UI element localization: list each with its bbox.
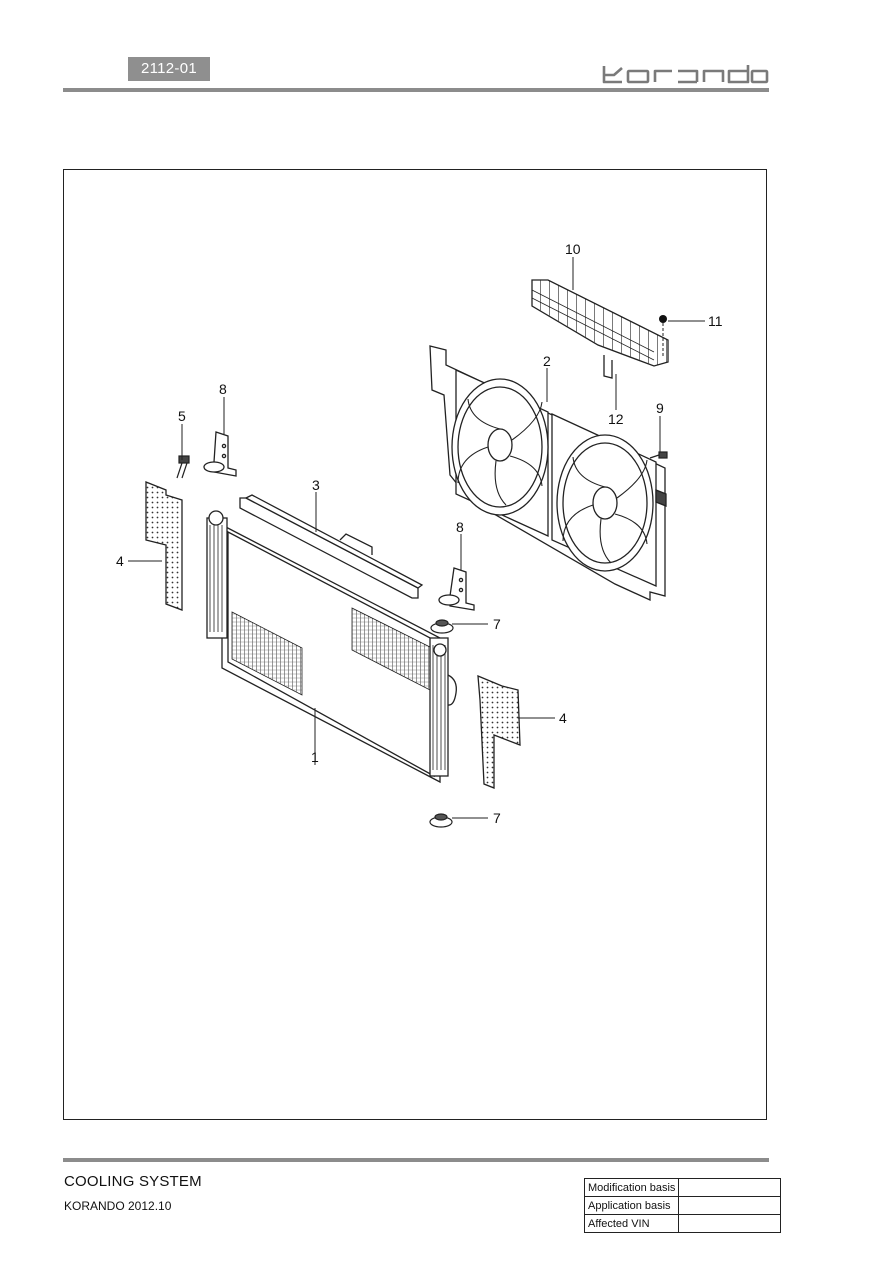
korando-logo bbox=[602, 65, 769, 84]
bushing-upper bbox=[430, 619, 454, 634]
callout-9: 9 bbox=[656, 400, 664, 416]
bushing-lower bbox=[429, 813, 453, 828]
table-row: Modification basis bbox=[583, 1178, 782, 1197]
table-row: Affected VIN bbox=[583, 1214, 782, 1233]
callout-labels: 1 2 3 4 4 5 7 7 8 8 9 10 11 12 bbox=[116, 241, 723, 826]
fan-shroud bbox=[429, 345, 667, 602]
table-row: Application basis bbox=[583, 1196, 782, 1215]
upper-seal bbox=[239, 494, 424, 599]
callout-7-lower: 7 bbox=[493, 810, 501, 826]
bracket-lower bbox=[438, 567, 475, 611]
modification-basis-value bbox=[678, 1178, 782, 1197]
bolt-9 bbox=[649, 451, 668, 459]
callout-7-upper: 7 bbox=[493, 616, 501, 632]
callout-11: 11 bbox=[708, 313, 723, 329]
callout-4-right: 4 bbox=[559, 710, 567, 726]
radiator bbox=[206, 510, 457, 784]
callout-3: 3 bbox=[312, 477, 320, 493]
side-air-guide-right bbox=[477, 674, 521, 789]
callout-8-lower: 8 bbox=[456, 519, 464, 535]
fan-right bbox=[556, 434, 654, 572]
bracket-upper bbox=[203, 431, 237, 477]
callout-1: 1 bbox=[311, 749, 319, 765]
affected-vin-value bbox=[678, 1214, 782, 1233]
leader-lines bbox=[128, 257, 705, 819]
callout-10: 10 bbox=[565, 241, 581, 257]
fan-left bbox=[451, 378, 549, 516]
upper-air-guide bbox=[531, 279, 669, 379]
application-basis-value bbox=[678, 1196, 782, 1215]
model-line: KORANDO 2012.10 bbox=[64, 1199, 172, 1213]
revision-info-table: Modification basis Application basis Aff… bbox=[583, 1178, 782, 1233]
callout-2: 2 bbox=[543, 353, 551, 369]
modification-basis-label: Modification basis bbox=[583, 1178, 680, 1197]
callout-5: 5 bbox=[178, 408, 186, 424]
callout-4-left: 4 bbox=[116, 553, 124, 569]
affected-vin-label: Affected VIN bbox=[583, 1214, 680, 1233]
footer-rule bbox=[63, 1158, 769, 1162]
application-basis-label: Application basis bbox=[583, 1196, 680, 1215]
page-code-badge: 2112-01 bbox=[128, 57, 210, 81]
side-air-guide-left bbox=[145, 481, 183, 611]
diagram-frame bbox=[63, 169, 767, 1120]
callout-8-upper: 8 bbox=[219, 381, 227, 397]
section-title: COOLING SYSTEM bbox=[64, 1173, 202, 1190]
header-rule bbox=[63, 88, 769, 92]
callout-12: 12 bbox=[608, 411, 624, 427]
bolt-5 bbox=[176, 455, 190, 479]
clip-11 bbox=[659, 315, 667, 356]
